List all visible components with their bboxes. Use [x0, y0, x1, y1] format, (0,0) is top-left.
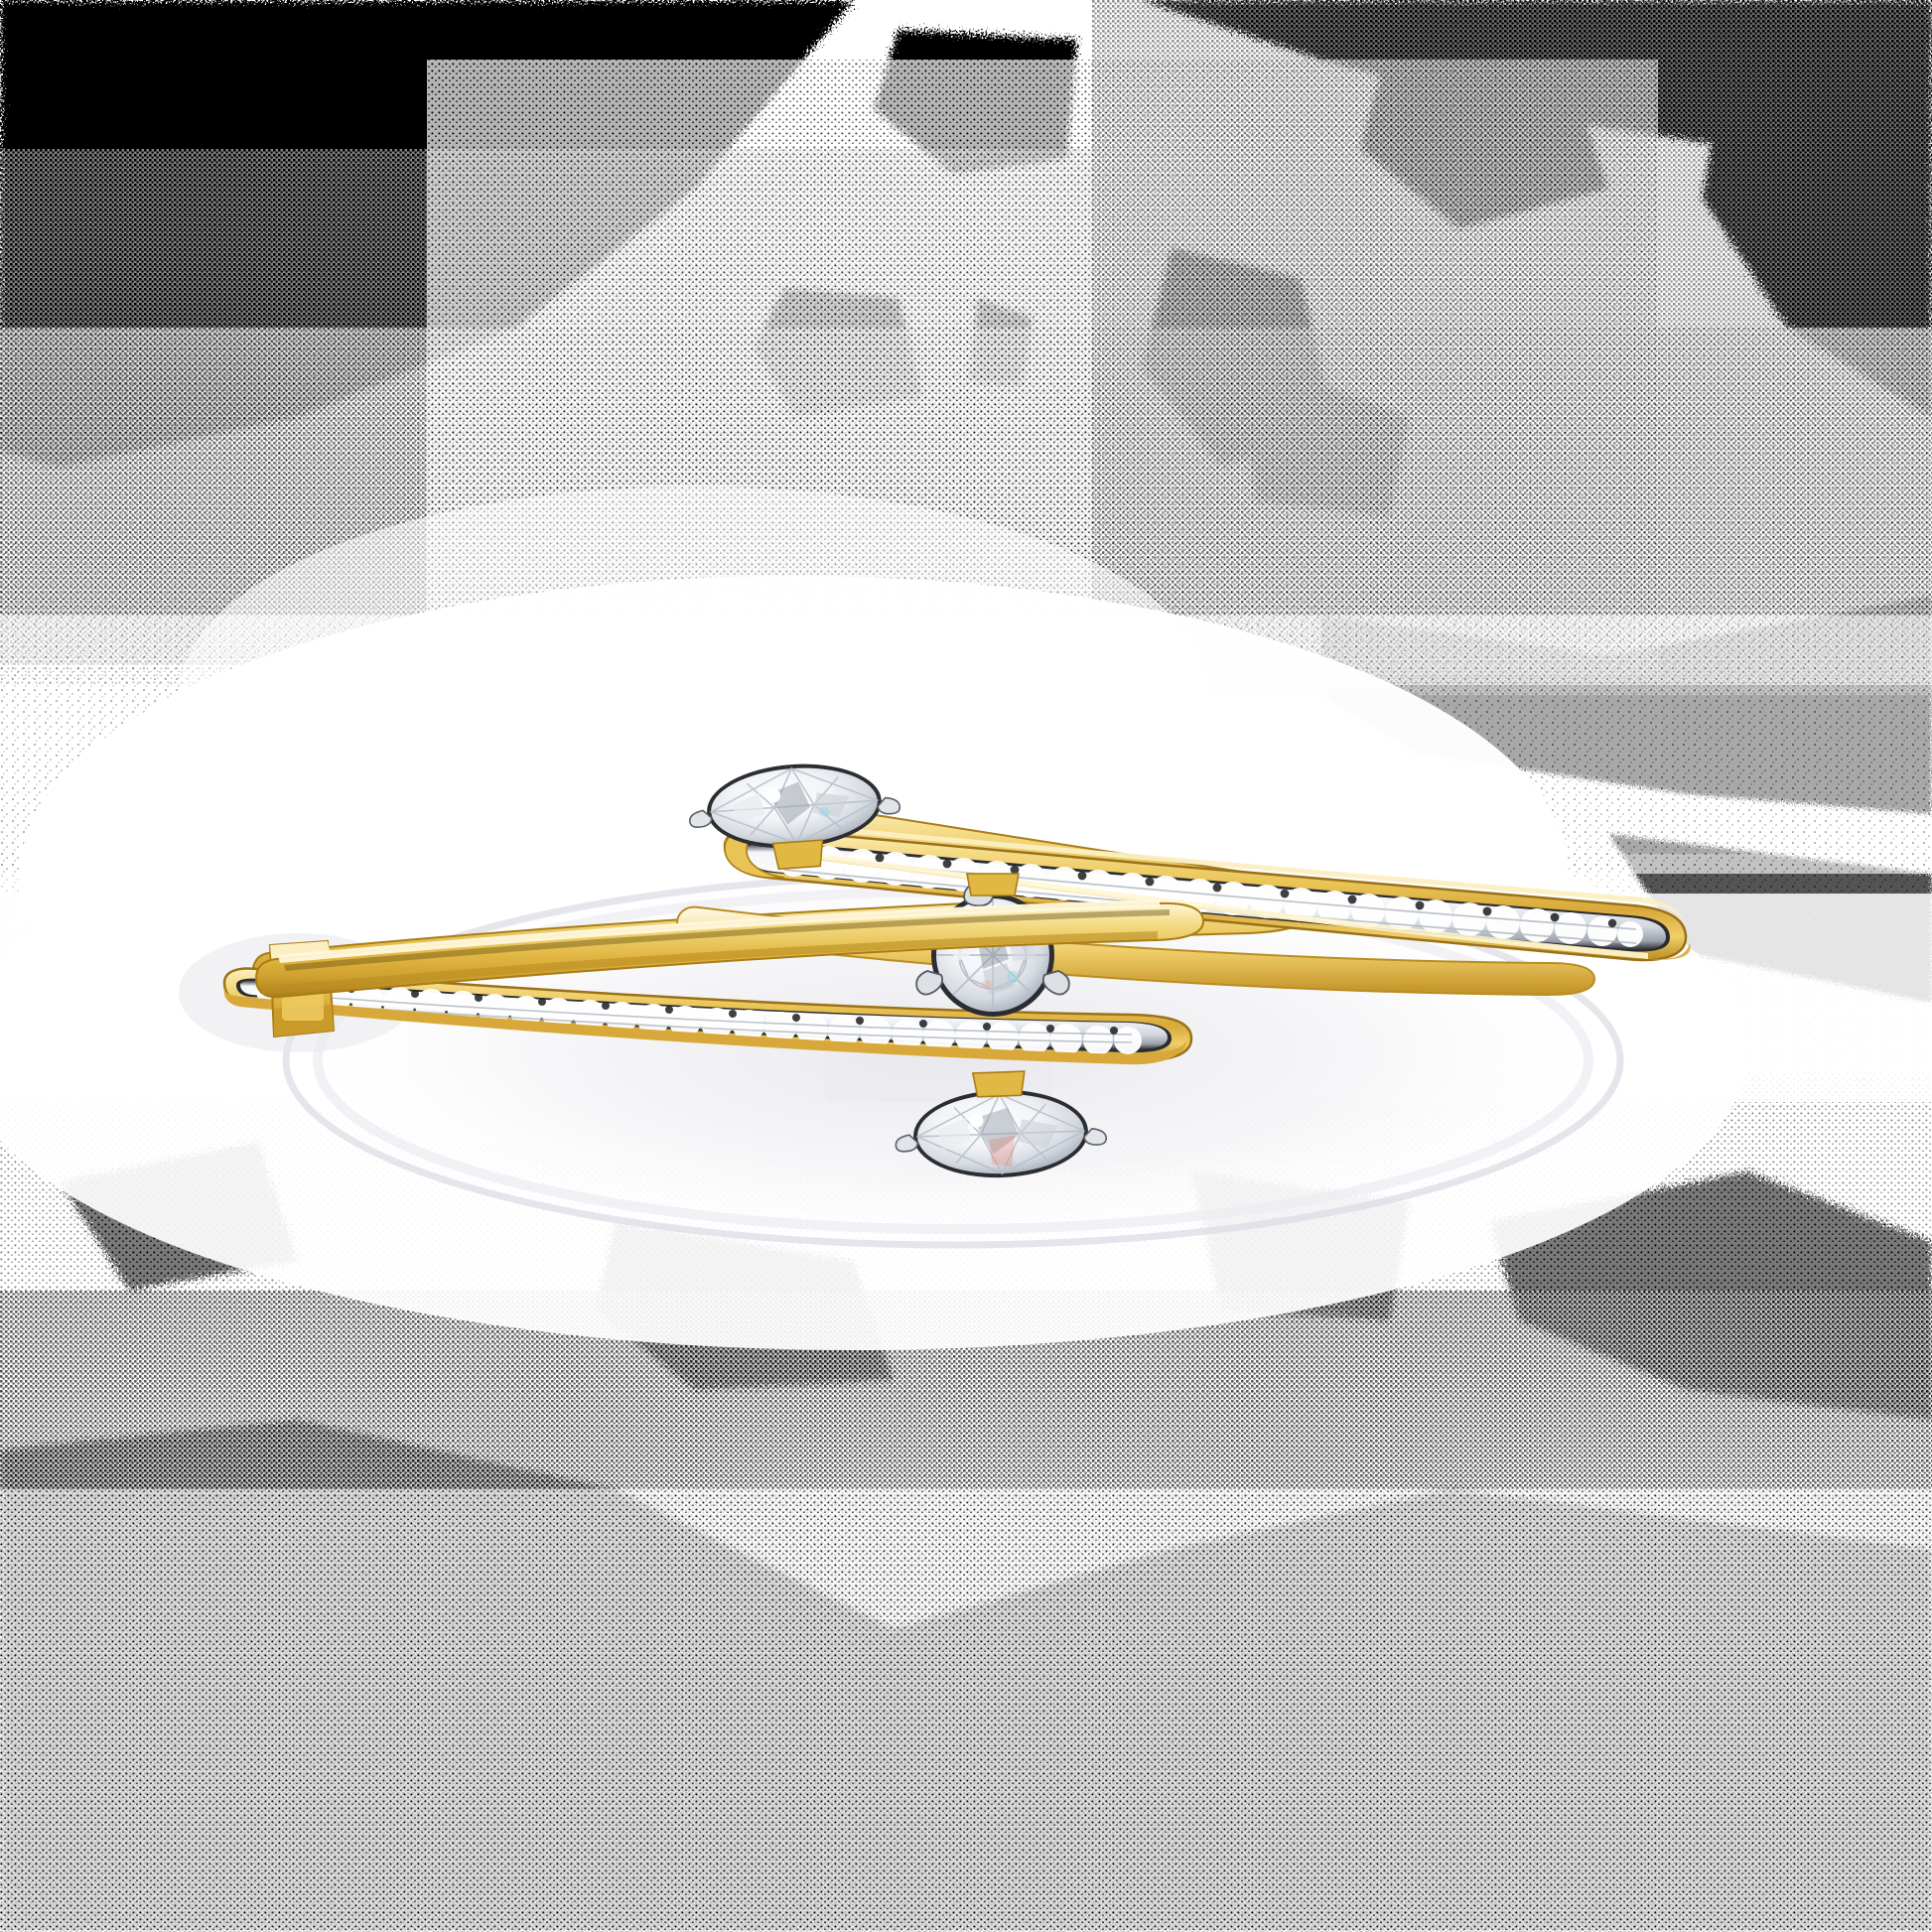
product-image-alt: Yellow gold bypass bangle bracelet set w…: [963, 903, 964, 904]
product-image-hotspot[interactable]: Yellow gold bypass bangle bracelet set w…: [228, 596, 1698, 1211]
